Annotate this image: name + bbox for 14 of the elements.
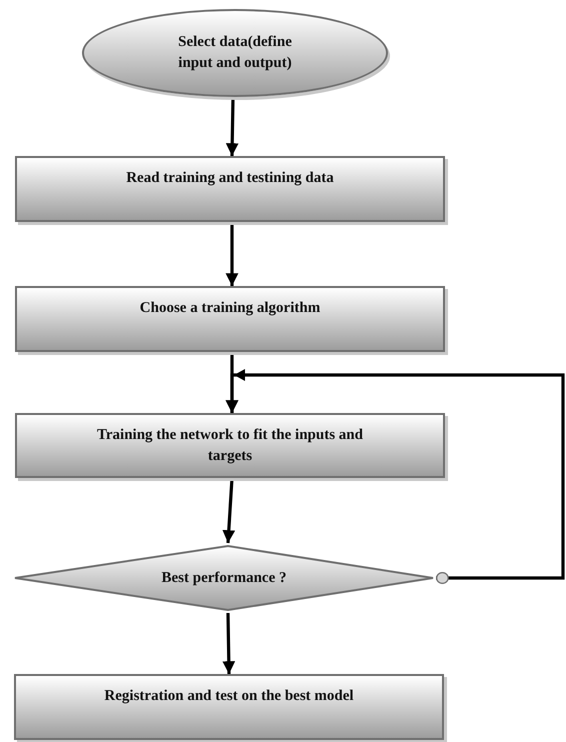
decision-diamond [12,543,436,613]
process-box [15,286,445,352]
arrow [222,612,236,674]
node-label: Read training and testining data [126,170,334,186]
process-box [15,156,445,222]
node-label: Select data(define input and output) [177,33,293,73]
node-label: Training the network to fit the inputs and targets [96,427,363,464]
node-label: Best performance ? [162,568,286,588]
node-label: Choose a training algorithm [140,300,320,316]
process-box [15,413,445,478]
arrow [226,222,238,286]
node-label: Registration and test on the best model [104,688,354,704]
process-box [14,674,444,740]
feedback-arrow [226,369,565,584]
